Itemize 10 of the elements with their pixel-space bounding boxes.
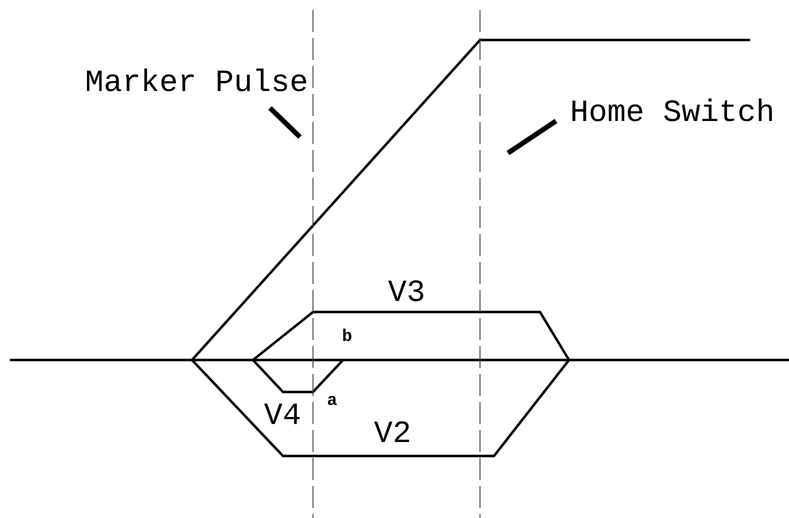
leader-line — [506, 118, 558, 156]
velocity-label: V3 — [388, 278, 426, 309]
velocity-label: V2 — [374, 419, 412, 450]
marker-pulse-label: Marker Pulse — [85, 68, 308, 99]
velocity-label: V4 — [264, 401, 302, 432]
marker-pulse-line — [312, 10, 314, 518]
home-switch-label: Home Switch — [570, 98, 775, 129]
leader-line — [268, 106, 302, 139]
point-label: a — [327, 393, 338, 410]
point-label: b — [342, 329, 352, 346]
